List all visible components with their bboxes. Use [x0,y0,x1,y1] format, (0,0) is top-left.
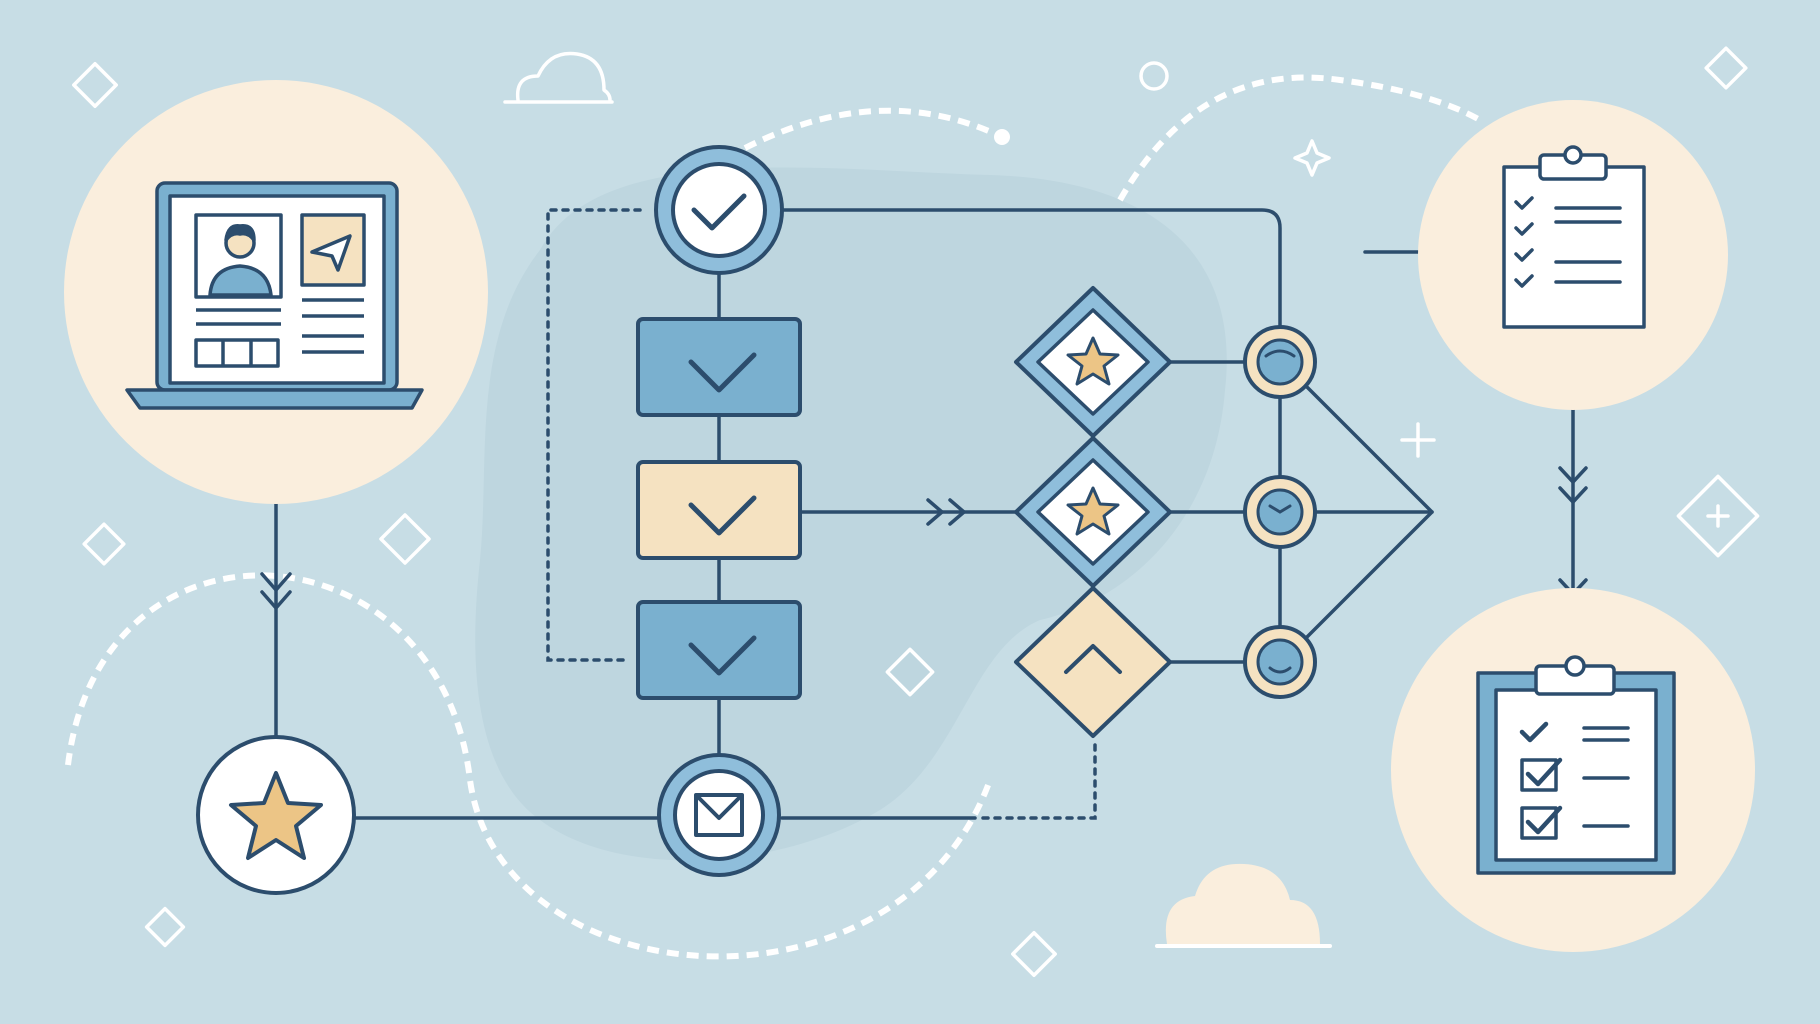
clipboard-2-clip-hole [1564,655,1586,677]
star-icon [1066,486,1120,536]
dotted-connectors [546,208,1097,820]
laptop-profile-icon [125,181,424,410]
blue-check-box-1 [636,317,802,417]
face-icon [1256,638,1304,686]
clipboard-1-board [1502,165,1646,329]
check-icon [1514,248,1534,262]
star-icon [1066,336,1120,386]
check-icon [691,193,747,231]
face-status-1 [1243,325,1317,399]
face-icon [1256,338,1304,386]
profile-button-row [194,338,280,368]
checklist-clipboard-node [1418,100,1728,410]
dotted-decision-to-envelope [976,743,1097,820]
connector-check-to-right [780,208,1282,332]
dashed-arc-top-end-dot [994,129,1010,145]
dashed-arc-top [743,107,1002,151]
chevron-decision [1014,586,1172,738]
check-icon [688,495,757,536]
dashed-arc-upper-right [1117,74,1482,202]
check-icon [1525,805,1563,835]
dashed-arcs [65,74,1482,960]
diamond-icon [1011,931,1057,977]
face-3-mouth [1268,666,1292,674]
arrow-chevron-right-1 [1558,466,1588,484]
chevron-up-icon [1064,644,1122,674]
dotted-loop-left [546,208,642,662]
decorations [72,46,1760,977]
send-icon [310,234,352,272]
diamond-icon [82,522,126,566]
face-status-2 [1243,475,1317,549]
checked-clipboard-node [1391,588,1755,952]
arrow-chevron-mid-1 [926,498,944,526]
profile-body [208,264,273,297]
check-icon [1514,274,1534,288]
arrow-chevron-right-2 [1558,486,1588,504]
star-icon [229,771,323,860]
box-3-bg [636,600,802,700]
diamond-icon [72,62,118,108]
box-1-bg [636,317,802,417]
check-icon [1519,721,1549,743]
diamond-icon [144,906,186,948]
envelope-flap [694,793,744,820]
cream-check-box [636,460,802,560]
check-icon [1514,222,1534,236]
star-decision-2 [1014,436,1172,588]
check-icon [688,352,757,393]
clipboard-1-clip-hole [1563,145,1583,165]
face-1-mouth [1264,349,1296,358]
diamond-icon [379,513,431,565]
cloud-icon [515,51,612,102]
blue-check-box-2 [636,600,802,700]
decision-3-outer [1014,586,1172,738]
face-2-mouth [1268,504,1292,514]
check-circle-inner [671,162,767,258]
arrow-chevron-left-2 [260,590,292,610]
bottom-cloud [1155,863,1332,948]
arrow-chevron-left-1 [260,572,292,592]
check-icon [688,635,757,676]
check-circle-node [654,145,784,275]
check-icon [1514,196,1534,210]
laptop-profile-node [64,80,488,504]
clipboard-checklist-icon [1476,655,1676,875]
check-icon [1525,757,1563,787]
envelope-circle-node [657,753,781,877]
laptop-base [125,388,424,410]
star-milestone-node [196,735,356,895]
diamond-icon [1676,474,1760,558]
diamond-icon [1704,46,1748,90]
profile-hair [224,224,256,242]
dashed-arc-lower [65,572,993,960]
cloud-icon [1165,863,1320,944]
sparkle-icon [1293,139,1331,177]
clipboard-checklist-icon [1502,145,1646,329]
star-decision-1 [1014,286,1172,438]
box-2-bg [636,460,802,560]
arrow-chevron-mid-2 [948,498,966,526]
clipboard-2-board [1494,688,1658,862]
diamond-icon [885,647,935,697]
face-status-3 [1243,625,1317,699]
ring-icon [1139,61,1169,91]
